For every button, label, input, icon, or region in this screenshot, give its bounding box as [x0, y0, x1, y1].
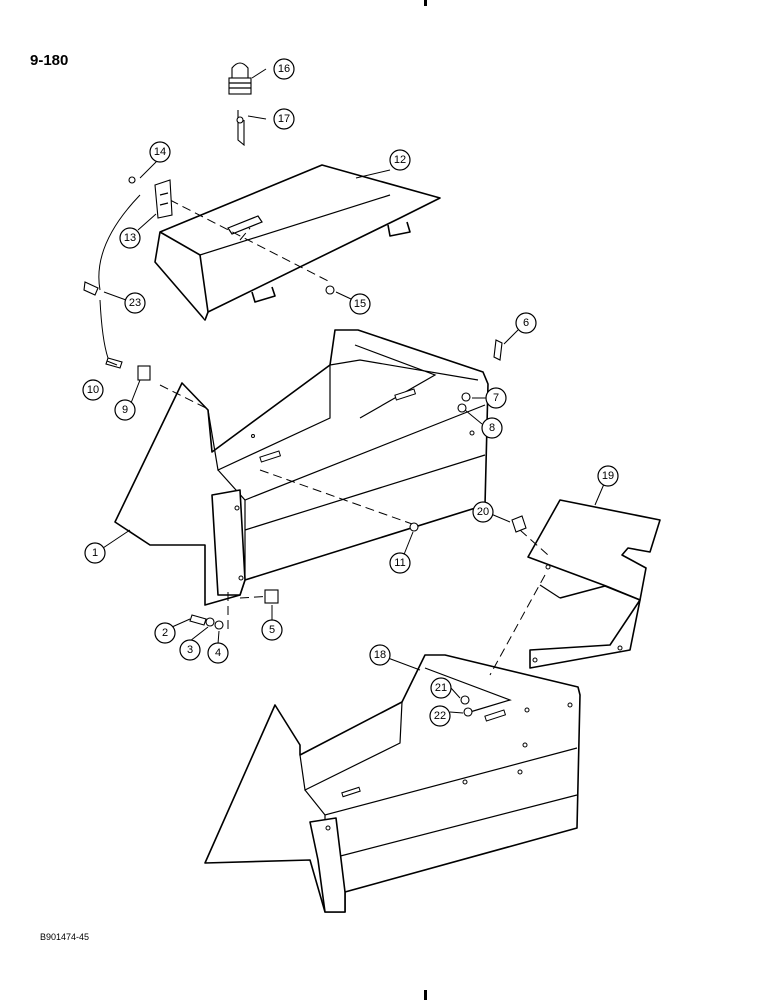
- lid-part: [154, 164, 441, 321]
- svg-text:13: 13: [124, 232, 136, 244]
- key-icon: [236, 110, 245, 147]
- svg-text:7: 7: [493, 392, 499, 404]
- hardware: [83, 62, 527, 717]
- callout-9: 9: [114, 399, 136, 421]
- svg-text:18: 18: [374, 649, 386, 661]
- bolt-2: [189, 614, 207, 626]
- svg-text:12: 12: [394, 154, 406, 166]
- svg-text:23: 23: [129, 297, 141, 309]
- svg-text:16: 16: [278, 63, 290, 75]
- callout-13: 13: [119, 227, 141, 249]
- rivet-23: [83, 281, 99, 296]
- callout-10: 10: [82, 379, 104, 401]
- svg-text:21: 21: [435, 682, 447, 694]
- nut-8: [457, 403, 467, 413]
- side-panel-part: [527, 499, 661, 669]
- svg-text:11: 11: [394, 557, 405, 569]
- svg-text:22: 22: [434, 710, 446, 722]
- washer-3: [205, 617, 215, 627]
- callout-11: 11: [389, 552, 411, 574]
- washer-7: [461, 392, 471, 402]
- page-mark-bottom: [424, 990, 427, 1000]
- page-number: 9-180: [30, 52, 69, 69]
- svg-text:3: 3: [187, 644, 193, 656]
- svg-text:4: 4: [215, 647, 221, 659]
- svg-text:2: 2: [162, 627, 168, 639]
- callout-20: 20: [472, 501, 494, 523]
- callout-5: 5: [261, 619, 283, 641]
- washer-21: [460, 695, 470, 705]
- bolt-10: [105, 357, 123, 369]
- nut-5: [264, 589, 279, 604]
- latch-icon: [154, 179, 173, 219]
- nut-11: [409, 522, 419, 532]
- padlock-icon: [228, 62, 252, 95]
- callout-22: 22: [429, 705, 451, 727]
- svg-text:6: 6: [523, 317, 529, 329]
- callout-2: 2: [154, 622, 176, 644]
- assembly-lines: [98, 194, 549, 676]
- nut-15: [325, 285, 335, 295]
- toolbox-part: [114, 329, 489, 606]
- clip-9: [137, 365, 151, 381]
- svg-text:8: 8: [489, 422, 495, 434]
- callout-1: 1: [84, 542, 106, 564]
- lower-toolbox-part: [204, 654, 581, 913]
- callout-16: 16: [273, 58, 295, 80]
- svg-text:10: 10: [87, 384, 99, 396]
- callout-19: 19: [597, 465, 619, 487]
- svg-text:17: 17: [278, 113, 290, 125]
- svg-text:14: 14: [154, 146, 166, 158]
- svg-text:15: 15: [354, 298, 366, 310]
- callout-7: 7: [485, 387, 507, 409]
- svg-text:5: 5: [269, 624, 275, 636]
- callout-15: 15: [349, 293, 371, 315]
- bolt-6: [493, 339, 503, 361]
- callout-8: 8: [481, 417, 503, 439]
- callout-18: 18: [369, 644, 391, 666]
- callout-14: 14: [149, 141, 171, 163]
- svg-text:20: 20: [477, 506, 489, 518]
- nut-22: [463, 707, 473, 717]
- page-mark-top: [424, 0, 427, 6]
- callout-17: 17: [273, 108, 295, 130]
- callout-12: 12: [389, 149, 411, 171]
- callout-6: 6: [515, 312, 537, 334]
- callout-21: 21: [430, 677, 452, 699]
- svg-text:1: 1: [92, 547, 98, 559]
- figure-code: B901474-45: [40, 932, 90, 942]
- svg-text:19: 19: [602, 470, 614, 482]
- callout-4: 4: [207, 642, 229, 664]
- screw-14: [128, 176, 136, 184]
- bolt-20: [511, 515, 527, 533]
- callout-leaders: [102, 68, 605, 714]
- callout-3: 3: [179, 639, 201, 661]
- svg-text:9: 9: [122, 404, 128, 416]
- callout-23: 23: [124, 292, 146, 314]
- washer-4: [214, 620, 224, 630]
